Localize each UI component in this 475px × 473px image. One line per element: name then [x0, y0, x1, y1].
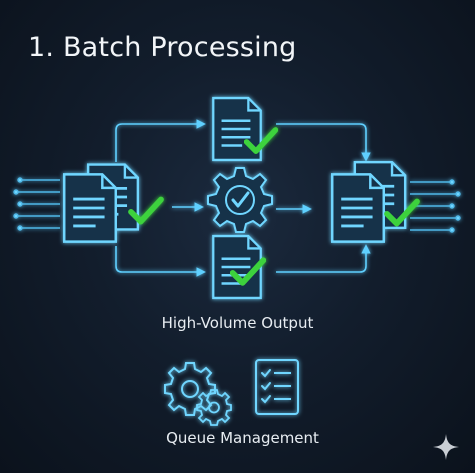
output-label: High-Volume Output	[161, 314, 314, 332]
sparkle-icon	[433, 434, 459, 460]
input-docs-icon	[62, 163, 161, 244]
top-doc-icon	[211, 96, 275, 162]
queue-gears-icon	[164, 362, 232, 426]
output-circuit-lines	[410, 179, 461, 233]
queue-label: Queue Management	[166, 429, 319, 447]
output-docs-icon	[330, 160, 417, 244]
page-title: 1. Batch Processing	[28, 32, 297, 63]
flow-arrows	[115, 119, 371, 277]
center-gear-icon	[207, 167, 273, 233]
bottom-doc-icon	[211, 234, 263, 300]
input-circuit-lines	[13, 177, 60, 231]
queue-checklist-icon	[255, 359, 299, 415]
